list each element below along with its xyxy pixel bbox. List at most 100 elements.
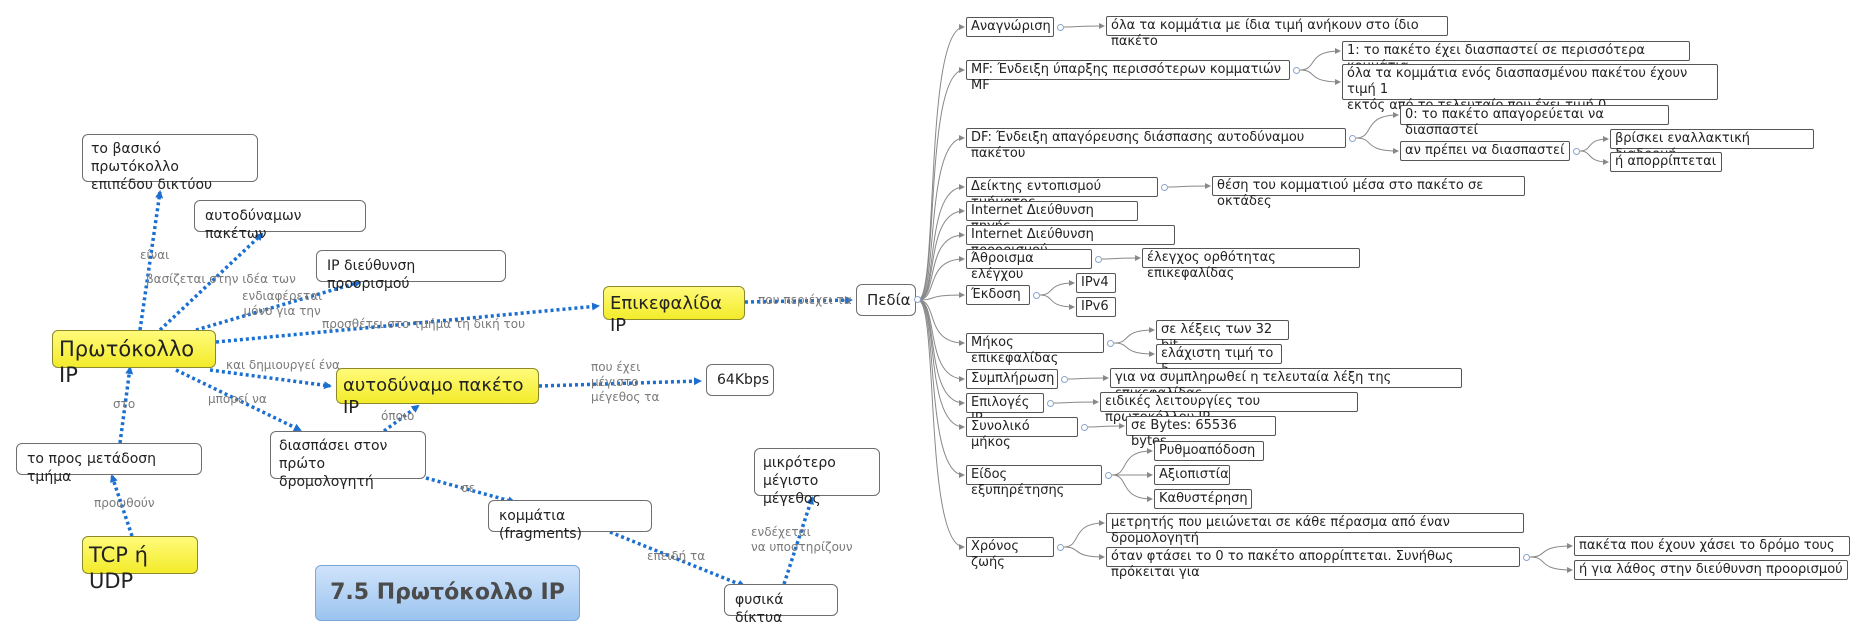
- field-checksum[interactable]: Άθροισμα ελέγχου: [966, 249, 1092, 282]
- field-identification-note[interactable]: όλα τα κομμάτια με ίδια τιμή ανήκουν στο…: [1106, 16, 1448, 49]
- field-header-length[interactable]: Μήκος επικεφαλίδας: [966, 333, 1104, 366]
- collapse-knob-f14[interactable]: [1057, 543, 1064, 551]
- connector-f8-f8a: [1039, 280, 1075, 296]
- field-tos-delay[interactable]: Καθυστέρηση: [1154, 489, 1252, 509]
- collapse-knob-f2[interactable]: [1293, 66, 1300, 74]
- node-split-first-router[interactable]: διασπάσει στον πρώτο δρομολογητή: [270, 431, 426, 490]
- field-total-length-note[interactable]: σε Bytes: 65536 bytes: [1126, 416, 1276, 449]
- collapse-knob-f10[interactable]: [1061, 375, 1068, 383]
- connector-fields-f8: [917, 292, 965, 301]
- connector-fields-f14: [917, 299, 965, 550]
- connector-fields-f12: [917, 299, 965, 430]
- field-mf-value-1[interactable]: 1: το πακέτο έχει διασπαστεί σε περισσότ…: [1342, 41, 1690, 74]
- node-physical-networks[interactable]: φυσικά δίκτυα: [724, 584, 838, 626]
- collapse-knob-f8[interactable]: [1033, 291, 1040, 299]
- label-creates: και δημιουργεί ένα: [226, 358, 340, 372]
- field-version-ipv6[interactable]: IPv6: [1076, 297, 1116, 317]
- node-ip-protocol[interactable]: Πρωτόκολλο IP: [52, 330, 216, 387]
- connector-f3-f3b: [1355, 137, 1399, 154]
- collapse-knob-f3b[interactable]: [1573, 147, 1580, 155]
- connector-fields-f6: [917, 232, 965, 301]
- connector-fields-f9: [917, 299, 965, 346]
- link-segment-ip: [118, 366, 134, 444]
- field-tos-reliability[interactable]: Αξιοπιστία: [1154, 465, 1230, 485]
- connector-f14b-f14b2: [1529, 556, 1573, 573]
- field-fragment-offset-note[interactable]: θέση του κομματιού μέσα στο πακέτο σε οκ…: [1212, 176, 1525, 209]
- field-mf-flag[interactable]: MF: Ένδειξη ύπαρξης περισσότερων κομματι…: [966, 60, 1290, 93]
- link-ip-header: [215, 302, 600, 344]
- connector-f1-f1a: [1063, 23, 1105, 30]
- collapse-knob-f1[interactable]: [1057, 23, 1064, 31]
- node-smaller-max-size[interactable]: μικρότερο μέγιστο μέγεθος: [754, 448, 880, 507]
- field-df-discard[interactable]: ή απορρίπτεται: [1610, 152, 1722, 172]
- field-tos-throughput[interactable]: Ρυθμοαπόδοση: [1154, 441, 1264, 461]
- collapse-knob-f3[interactable]: [1349, 134, 1356, 142]
- connector-f13-f13a: [1111, 448, 1153, 476]
- field-ttl-lost-packets[interactable]: πακέτα που έχουν χάσει το δρόμο τους: [1574, 536, 1850, 556]
- field-checksum-note[interactable]: έλεγχος ορθότητας επικεφαλίδας: [1142, 248, 1360, 281]
- field-identification[interactable]: Αναγνώριση: [966, 17, 1054, 37]
- collapse-knob-fields[interactable]: [914, 296, 921, 303]
- collapse-knob-f9[interactable]: [1107, 339, 1114, 347]
- node-tcp-udp[interactable]: TCP ή UDP: [82, 536, 198, 593]
- field-df-must-split[interactable]: αν πρέπει να διασπαστεί: [1400, 141, 1570, 161]
- field-mf-value-note[interactable]: όλα τα κομμάτια ενός διασπασμένου πακέτο…: [1342, 64, 1718, 113]
- collapse-knob-f12[interactable]: [1081, 423, 1088, 431]
- label-because: επειδή τα: [647, 549, 706, 563]
- field-time-to-live[interactable]: Χρόνος ζωής: [966, 537, 1054, 570]
- label-based-on: βασίζεται στην ιδέα των: [146, 272, 296, 286]
- field-ttl-zero[interactable]: όταν φτάσει το 0 το πακέτο απορρίπτεται.…: [1106, 547, 1520, 580]
- node-basic-protocol[interactable]: το βασικό πρωτόκολλο επιπέδου δικτύου: [82, 134, 258, 193]
- field-padding[interactable]: Συμπλήρωση: [966, 369, 1058, 389]
- node-64kbps[interactable]: 64Kbps: [706, 364, 774, 396]
- node-dest-address[interactable]: IP διεύθυνση προορισμού: [316, 250, 506, 292]
- node-segment[interactable]: το προς μετάδοση τμήμα: [16, 443, 202, 485]
- field-ttl-wrong-address[interactable]: ή για λάθος στην διεύθυνση προορισμού: [1574, 560, 1848, 580]
- field-header-length-min[interactable]: ελάχιστη τιμή το 5: [1156, 344, 1282, 377]
- collapse-knob-f14b[interactable]: [1523, 553, 1530, 561]
- link-fragments-physical: [609, 530, 746, 588]
- link-ip-packet: [209, 368, 332, 390]
- field-df-flag[interactable]: DF: Ένδειξη απαγόρευσης διάσπασης αυτοδύ…: [966, 128, 1346, 161]
- field-padding-note[interactable]: για να συμπληρωθεί η τελευταία λέξη της …: [1110, 368, 1462, 401]
- collapse-knob-f4[interactable]: [1161, 183, 1168, 191]
- field-ip-options[interactable]: Επιλογές IP: [966, 393, 1044, 426]
- connector-fields-f13: [917, 299, 965, 478]
- field-ttl-counter[interactable]: μετρητής που μειώνεται σε κάθε πέρασμα α…: [1106, 513, 1524, 546]
- field-header-length-unit[interactable]: σε λέξεις των 32 bit: [1156, 320, 1289, 353]
- field-df-alt-route[interactable]: βρίσκει εναλλακτική διαδρομή: [1610, 129, 1814, 162]
- node-fragments[interactable]: κομμάτια (fragments): [488, 500, 652, 542]
- field-version-ipv4[interactable]: IPv4: [1076, 273, 1116, 293]
- label-may-support: ενδέχεται να υποστηρίζουν: [751, 525, 853, 554]
- collapse-knob-f11[interactable]: [1047, 399, 1054, 407]
- node-ip-header[interactable]: Επικεφαλίδα IP: [603, 286, 745, 336]
- label-cares-only: ενδιαφέρεται μόνο για την: [242, 289, 323, 318]
- connector-f13-f13c: [1111, 474, 1153, 502]
- connector-fields-f1: [917, 24, 965, 301]
- link-ip-split: [175, 368, 302, 432]
- label-into: σε: [461, 481, 476, 495]
- connector-f3-f3a: [1355, 112, 1399, 139]
- field-source-address[interactable]: Internet Διεύθυνση πηγής: [966, 201, 1138, 234]
- field-fragment-offset[interactable]: Δείκτης εντοπισμού τμήματος: [966, 177, 1158, 210]
- link-ip-basic: [138, 190, 164, 331]
- connector-f8-f8b: [1039, 294, 1075, 310]
- field-total-length[interactable]: Συνολικό μήκος: [966, 417, 1078, 450]
- field-ip-options-note[interactable]: ειδικές λειτουργίες του πρωτοκόλλου IP: [1100, 392, 1358, 425]
- field-df-value-0[interactable]: 0: το πακέτο απαγορεύεται να διασπαστεί: [1400, 105, 1669, 138]
- field-version[interactable]: Έκδοση: [966, 285, 1030, 305]
- field-type-of-service[interactable]: Είδος εξυπηρέτησης: [966, 465, 1102, 498]
- field-destination-address[interactable]: Internet Διεύθυνση προορισμού: [966, 225, 1175, 258]
- collapse-knob-f7[interactable]: [1095, 255, 1102, 263]
- connector-f4-f4a: [1167, 183, 1211, 190]
- label-forward: προωθούν: [94, 496, 155, 510]
- node-datagrams[interactable]: αυτοδύναμων πακέτων: [194, 200, 366, 242]
- connector-f14b-f14b1: [1529, 543, 1573, 558]
- connector-f7-f7a: [1101, 255, 1141, 262]
- collapse-knob-f13[interactable]: [1105, 471, 1112, 479]
- node-fields[interactable]: Πεδία: [856, 284, 916, 316]
- node-ip-datagram[interactable]: αυτοδύναμο πακέτο IP: [336, 368, 539, 418]
- link-tcp-segment: [110, 474, 134, 537]
